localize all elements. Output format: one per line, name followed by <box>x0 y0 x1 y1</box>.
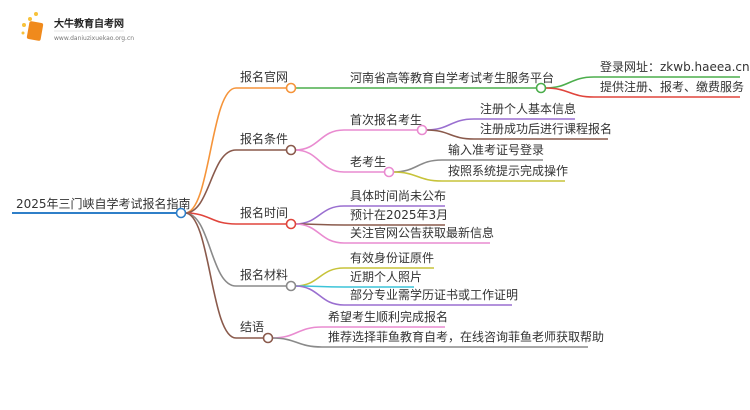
subtopic[interactable]: 具体时间尚未公布 <box>350 189 446 203</box>
branch-node[interactable] <box>285 144 297 156</box>
subtopic-edge <box>294 223 490 244</box>
leaf-topic[interactable]: 提供注册、报考、缴费服务 <box>600 79 744 94</box>
subtopic[interactable]: 有效身份证原件 <box>350 250 434 265</box>
root-node[interactable] <box>175 207 187 219</box>
subtopic[interactable]: 老考生 <box>350 155 386 169</box>
book-icon <box>26 21 44 41</box>
branch-node[interactable] <box>285 218 297 230</box>
branch-topic[interactable]: 报名材料 <box>240 267 288 282</box>
branch-edge <box>184 212 287 287</box>
subtopic[interactable]: 预计在2025年3月 <box>350 208 448 222</box>
leaf-topic[interactable]: 注册成功后进行课程报名 <box>480 121 612 136</box>
branch-topic[interactable]: 报名条件 <box>240 131 288 146</box>
subtopic-edge <box>294 223 445 226</box>
branch-topic[interactable]: 结语 <box>240 320 264 334</box>
subtopic-edge <box>294 129 418 151</box>
subtopic-edge <box>271 337 588 348</box>
branch-node[interactable] <box>285 280 297 292</box>
subtopic-node[interactable] <box>535 82 547 94</box>
root-topic[interactable]: 2025年三门峡自学考试报名指南 <box>16 196 191 211</box>
logo-url: www.daniuzixuekao.org.cn <box>54 35 134 42</box>
subtopic-edge <box>294 285 414 288</box>
subtopic[interactable]: 首次报名考生 <box>350 112 422 127</box>
branch-topic[interactable]: 报名时间 <box>240 205 288 220</box>
branch-edge <box>184 87 287 214</box>
branch-topic[interactable]: 报名官网 <box>240 69 288 84</box>
leaf-edge <box>392 171 565 182</box>
branch-edge <box>184 212 264 339</box>
subtopic[interactable]: 希望考生顺利完成报名 <box>328 309 448 324</box>
subtopic[interactable]: 推荐选择菲鱼教育自考，在线咨询菲鱼老师获取帮助 <box>328 329 604 344</box>
branch-edge <box>184 149 287 214</box>
leaf-topic[interactable]: 注册个人基本信息 <box>480 101 576 116</box>
subtopic-edge <box>294 285 512 306</box>
subtopic-edge <box>294 149 385 173</box>
subtopic-node[interactable] <box>416 124 428 136</box>
branch-node[interactable] <box>285 82 297 94</box>
leaf-edge <box>425 129 608 140</box>
leaf-topic[interactable]: 按照系统提示完成操作 <box>448 163 568 178</box>
logo: 大牛教育自考网 www.daniuzixuekao.org.cn <box>21 12 134 42</box>
branch-edge <box>184 212 287 225</box>
leaf-topic[interactable]: 输入准考证号登录 <box>448 142 544 157</box>
leaf-edge <box>544 87 740 98</box>
logo-title: 大牛教育自考网 <box>54 17 124 30</box>
subtopic[interactable]: 近期个人照片 <box>350 270 422 284</box>
subtopic[interactable]: 河南省高等教育自学考试考生服务平台 <box>350 70 554 85</box>
branch-node[interactable] <box>262 332 274 344</box>
subtopic-node[interactable] <box>383 166 395 178</box>
subtopic[interactable]: 部分专业需学历证书或工作证明 <box>350 287 518 302</box>
subtopic[interactable]: 关注官网公告获取最新信息 <box>350 225 494 240</box>
leaf-topic[interactable]: 登录网址：zkwb.haeea.cn <box>600 59 750 74</box>
